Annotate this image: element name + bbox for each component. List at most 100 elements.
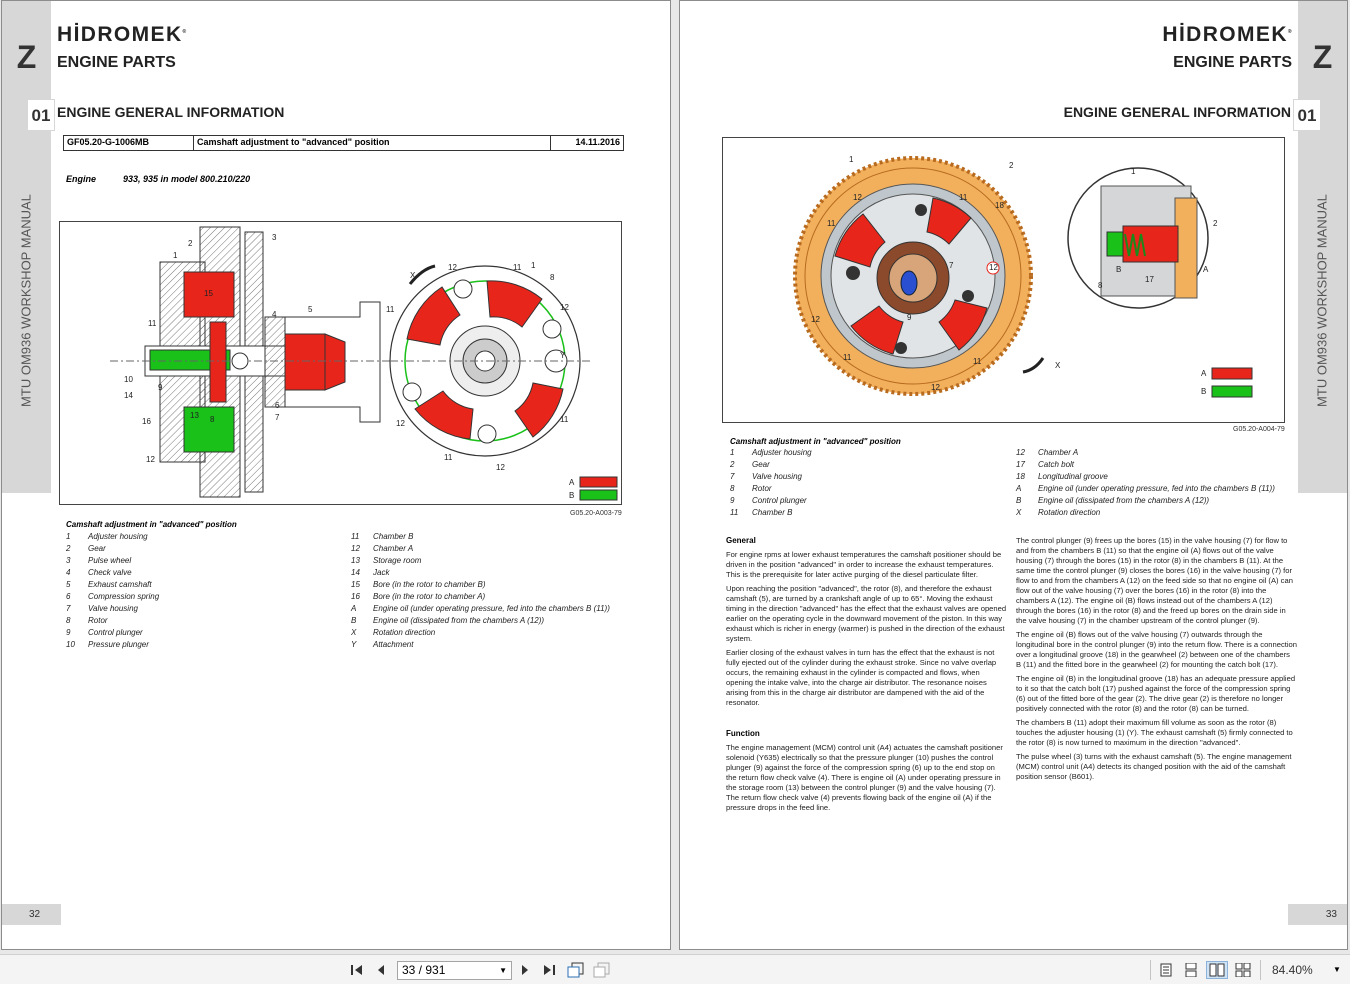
prev-page-icon[interactable] [372, 961, 390, 979]
page-number: 33 [1288, 904, 1347, 925]
legend-key: Y [351, 640, 357, 649]
legend-key: 4 [66, 568, 71, 577]
first-page-icon[interactable] [348, 961, 366, 979]
legend-value: Gear [752, 460, 770, 469]
callout-1b: 1 [531, 261, 536, 270]
chevron-down-icon[interactable]: ▼ [499, 966, 507, 975]
legend-value: Gear [88, 544, 106, 553]
legend-key: X [1016, 508, 1022, 517]
two-page-view-icon[interactable] [1206, 961, 1228, 979]
legend-value: Engine oil (under operating pressure, fe… [373, 604, 610, 613]
legend-value: Chamber A [1038, 448, 1079, 457]
paragraph: The chambers B (11) adopt their maximum … [1016, 718, 1293, 747]
continuous-view-icon[interactable] [1182, 961, 1200, 979]
paragraph: For engine rpms at lower exhaust tempera… [726, 550, 1002, 579]
legend-key: 11 [351, 532, 360, 541]
callout-12e: 12 [496, 463, 505, 472]
legend-key: 8 [730, 484, 735, 493]
callout-11: 11 [959, 193, 968, 202]
paragraph: The control plunger (9) frees up the bor… [1016, 536, 1293, 625]
legend-key: 12 [351, 544, 360, 553]
chevron-down-icon[interactable]: ▼ [1333, 965, 1341, 974]
legend-value: Valve housing [88, 604, 138, 613]
callout-12b: 12 [448, 263, 457, 272]
right-page: Z MTU OM936 WORKSHOP MANUAL 01 HİDROMEK®… [679, 0, 1348, 950]
two-page-continuous-icon[interactable] [1234, 961, 1252, 979]
callout-1: 1 [849, 155, 854, 164]
legend-value: Rotation direction [373, 628, 436, 637]
callout-12: 12 [853, 193, 862, 202]
chapter-number: 01 [27, 99, 55, 131]
document-header: GF05.20-G-1006MB Camshaft adjustment to … [63, 135, 624, 151]
legend-key: 7 [66, 604, 71, 613]
legend-value: Pressure plunger [88, 640, 149, 649]
callout-12d: 12 [931, 383, 940, 392]
callout-y: Y [560, 351, 566, 360]
callout-15: 15 [204, 289, 213, 298]
legend-key: 12 [1016, 448, 1025, 457]
legend-value: Bore (in the rotor to chamber B) [373, 580, 486, 589]
function-text-continued: The control plunger (9) frees up the bor… [1016, 536, 1297, 786]
callout-11c: 11 [843, 353, 852, 362]
legend-value: Chamber A [373, 544, 414, 553]
side-title: MTU OM936 WORKSHOP MANUAL [1314, 194, 1330, 407]
legend-value: Storage room [373, 556, 422, 565]
legend-a-label: A [569, 478, 575, 487]
legend-value: Jack [373, 568, 390, 577]
legend-key: A [1016, 484, 1022, 493]
page-title: ENGINE PARTS [1173, 54, 1292, 71]
last-page-icon[interactable] [540, 961, 558, 979]
legend-item: 12 Chamber A [351, 544, 610, 556]
legend-key: 9 [66, 628, 71, 637]
detail-callout-1: 1 [1131, 167, 1136, 176]
legend-value: Bore (in the rotor to chamber A) [373, 592, 486, 601]
callout-7: 7 [275, 413, 280, 422]
single-page-view-icon[interactable] [1157, 961, 1175, 979]
callout-4: 4 [272, 310, 277, 319]
detail-callout-a: A [1203, 265, 1209, 274]
toolbar-divider [1260, 960, 1261, 980]
legend-key: 8 [66, 616, 71, 625]
legend-value: Compression spring [88, 592, 160, 601]
left-page: Z MTU OM936 WORKSHOP MANUAL 01 HİDROMEK®… [1, 0, 671, 950]
page-number-input[interactable]: 33 / 931 ▼ [397, 961, 512, 980]
general-heading: General [726, 536, 756, 545]
callout-11e: 11 [444, 453, 453, 462]
callout-3: 3 [272, 233, 277, 242]
callout-8b: 8 [550, 273, 555, 282]
detail-callout-b: B [1116, 265, 1121, 274]
page-back-icon[interactable] [566, 961, 586, 979]
detail-callout-2: 2 [1213, 219, 1218, 228]
zoom-level[interactable]: 84.40% [1272, 963, 1313, 977]
callout-12c: 12 [560, 303, 569, 312]
chapter-number: 01 [1293, 99, 1321, 131]
section-letter: Z [16, 39, 37, 75]
legend-key: 5 [66, 580, 71, 589]
page-forward-icon[interactable] [592, 961, 612, 979]
next-page-icon[interactable] [516, 961, 534, 979]
callout-11: 11 [148, 319, 157, 328]
callout-1: 1 [173, 251, 178, 260]
legend-value: Control plunger [752, 496, 807, 505]
callout-7: 7 [949, 261, 954, 270]
callout-x: X [1055, 361, 1061, 370]
callout-10: 10 [124, 375, 133, 384]
section-letter: Z [1312, 39, 1333, 75]
chapter-title: ENGINE GENERAL INFORMATION [57, 104, 285, 120]
callout-6: 6 [275, 401, 280, 410]
